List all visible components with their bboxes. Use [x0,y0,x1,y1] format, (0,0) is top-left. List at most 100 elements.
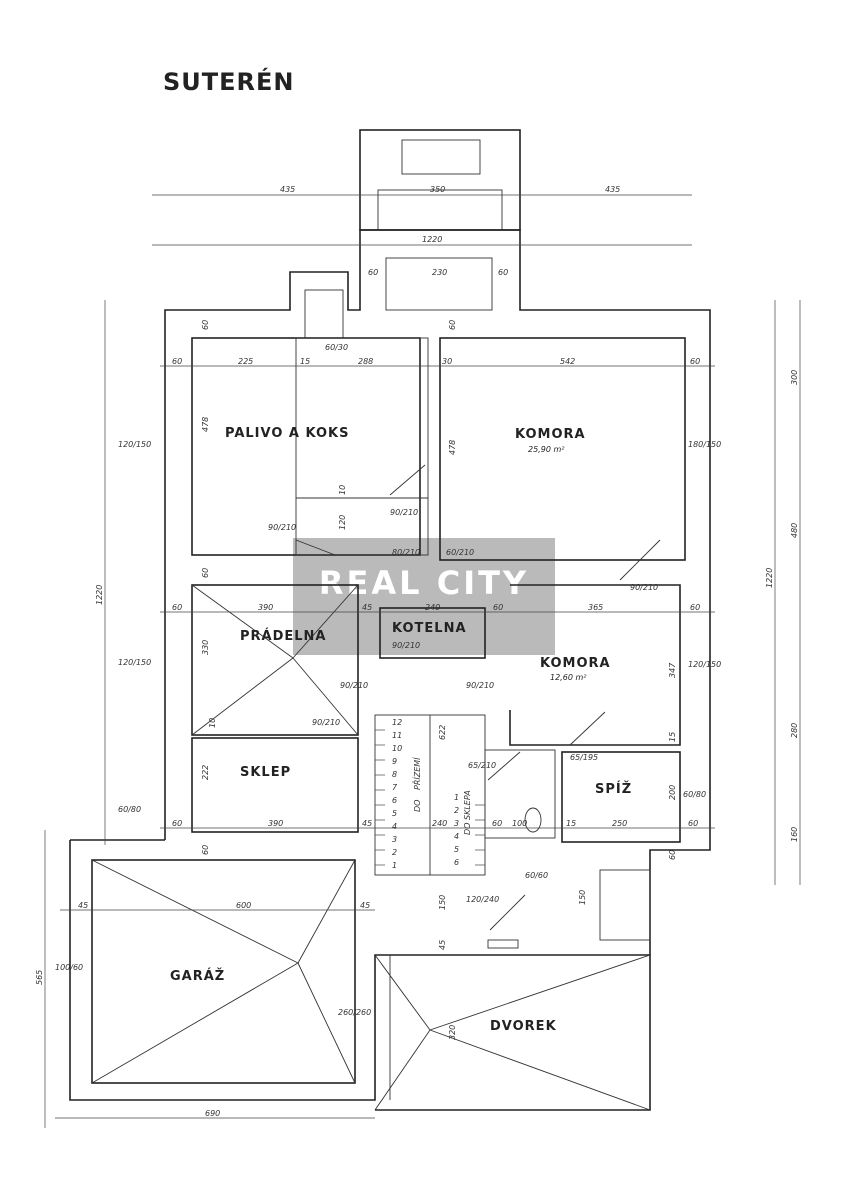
dim-label: 600 [236,901,251,910]
room-area-komora-2: 12,60 m² [550,673,587,682]
dim-label: 60 [493,603,503,612]
dim-label: 222 [201,765,210,780]
dim-label: 478 [201,417,210,432]
room-label-dvorek: DVOREK [490,1019,557,1034]
room-label-komora-1: KOMORA [515,427,586,442]
dim-label: 15 [668,732,677,742]
dim-label: 60 [668,850,677,860]
dim-label: 45 [360,901,370,910]
dim-label: 60 [448,320,457,330]
dim-label: 60 [690,603,700,612]
dim-label: 45 [438,940,447,950]
step-number: 3 [454,819,459,828]
vertical-dimension-labels: 6047860330102226060478347152006062215045… [201,320,677,1040]
dim-label: 350 [430,185,445,194]
step-number: 3 [392,835,397,844]
window-dim-label: 60/30 [325,343,348,352]
plan-title: SUTERÉN [163,67,295,96]
dim-label: 480 [790,523,799,538]
watermark-text: REAL CITY [319,564,529,602]
dim-label: 15 [300,357,310,366]
dim-label: 150 [438,895,447,910]
dim-label: 240 [425,603,440,612]
dim-label: 240 [432,819,447,828]
dim-label: 1220 [765,568,774,588]
dim-label: 60 [688,819,698,828]
room-label-kotelna: KOTELNA [392,621,467,636]
door-dim-label: 90/210 [312,718,340,727]
dim-label: 60 [201,320,210,330]
dim-label: 60 [201,568,210,578]
door-dim-label: 260/260 [338,1008,371,1017]
door-dim-label: 120/240 [466,895,499,904]
dimension-lines [44,194,801,1128]
dim-label: 60 [201,845,210,855]
window-dim-label: 180/150 [688,440,721,449]
door-dim-label: 65/195 [570,753,598,762]
porch [359,129,521,311]
dim-label: 15 [566,819,576,828]
dim-label: 390 [258,603,273,612]
dim-label: 435 [605,185,620,194]
step-number: 12 [392,718,402,727]
door-dim-label: 90/210 [268,523,296,532]
step-number: 7 [392,783,398,792]
stairs-up-label: PŘÍZEMÍ [411,756,422,790]
window-dim-label: 120/150 [118,440,151,449]
room-label-komora-2: KOMORA [540,656,611,671]
dim-label: 60 [172,819,182,828]
door-dim-label: 60/60 [525,871,548,880]
dim-label: 250 [612,819,627,828]
dim-label: 330 [201,640,210,655]
step-number: 1 [392,861,397,870]
room-area-komora-1: 25,90 m² [528,445,565,454]
step-number: 8 [392,770,397,779]
dim-label: 280 [790,723,799,738]
step-number: 10 [392,744,402,753]
window-dim-label: 120/150 [118,658,151,667]
dim-label: 60 [368,268,378,277]
dim-label: 160 [790,827,799,842]
stairs-up-prefix: DO [413,800,422,812]
dim-label: 300 [790,370,799,385]
door-dim-label: 65/210 [468,761,496,770]
dim-label: 45 [362,603,372,612]
dim-label: 60 [172,603,182,612]
dim-label: 100 [512,819,527,828]
dim-label: 390 [268,819,283,828]
door-dim-label: 90/210 [466,681,494,690]
dim-label: 60 [172,357,182,366]
window-dim-label: 100/60 [55,963,83,972]
dim-label: 288 [358,357,373,366]
dim-label: 45 [362,819,372,828]
step-number: 2 [454,806,459,815]
room-label-spiz: SPÍŽ [595,781,632,797]
room-label-sklep: SKLEP [240,765,291,780]
door-dim-label: 90/210 [630,583,658,592]
door-dim-label: 90/210 [392,641,420,650]
dim-label: 690 [205,1109,220,1118]
window-dim-label: 60/80 [683,790,706,799]
window-dim-label: 60/80 [118,805,141,814]
dim-label: 565 [35,970,44,985]
dim-label: 320 [448,1025,457,1040]
dim-label: 230 [432,268,447,277]
door-dim-label: 90/210 [340,681,368,690]
step-number: 2 [392,848,397,857]
dim-label: 478 [448,440,457,455]
dim-label: 120 [338,515,347,530]
step-number: 6 [392,796,397,805]
window-dim-label: 120/150 [688,660,721,669]
dim-label: 347 [668,662,677,678]
step-number: 9 [392,757,397,766]
dim-label: 60 [498,268,508,277]
dim-label: 1220 [95,585,104,605]
step-number: 4 [392,822,397,831]
interior-walls [91,337,686,1111]
step-number: 1 [454,793,459,802]
step-number: 5 [392,809,397,818]
watermark: REAL CITY [293,538,555,655]
dim-label: 10 [338,485,347,495]
